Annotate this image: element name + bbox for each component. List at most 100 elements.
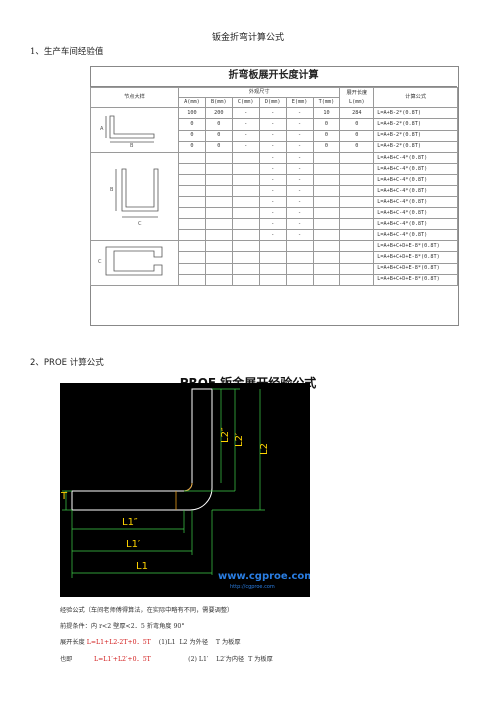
dim-cell: - [285,207,314,219]
dim-cell: - [258,174,287,186]
dim-cell: 0 [312,118,341,131]
dim-cell [204,185,233,197]
dim-cell [177,262,206,275]
formula-cell: L=A+B-2*(0.8T) [373,118,458,131]
svg-text:A: A [100,126,104,132]
length-cell [339,273,375,287]
dim-cell [285,239,314,253]
note-line-4: 也即 L=L1′+L2′+0．5T (2) L1′ L2′为内径 T 为板厚 [60,654,273,663]
section-heading-2: 2、PROE 计算公式 [30,358,104,368]
length-cell [339,207,375,219]
dim-cell [258,251,287,264]
table-row: L=A+B+C+D+E-8*(0.8T) [91,262,458,275]
dim-cell [231,218,260,230]
table-row: --L=A+B+C-4*(0.8T) [91,218,458,230]
dim-cell: - [285,152,314,164]
note-line-1: 经验公式（车间老师傅得算法，在实际中略有不同，需要调整） [60,607,234,614]
header-dim-3: D(mm) [258,97,287,108]
dim-cell: - [258,129,287,142]
formula-cell: L=A+B+C-4*(0.8T) [373,229,458,241]
dim-cell: - [231,140,260,154]
dim-cell [312,196,341,208]
formula-cell: L=A+B+C-4*(0.8T) [373,152,458,164]
dim-cell: - [258,140,287,154]
dim-cell: - [258,106,287,120]
length-cell [339,251,375,264]
dim-cell: 0 [312,140,341,154]
length-cell [339,174,375,186]
length-cell [339,152,375,164]
dim-cell [231,196,260,208]
formula-cell: L=A+B+C+D+E-8*(0.8T) [373,239,458,253]
dim-cell [204,229,233,241]
note-line-3: 展开长度 L=L1+L2-2T+0．5T (1)L1 L2 为外径 T 为板厚 [60,637,241,646]
dim-cell [177,251,206,264]
watermark-sub: http://cgproe.com [230,584,275,590]
dim-cell: - [258,152,287,164]
dim-cell: 100 [177,106,206,120]
dim-cell: - [258,229,287,241]
dim-cell: - [258,196,287,208]
length-cell [339,196,375,208]
formula-cell: L=A+B+C-4*(0.8T) [373,207,458,219]
dim-cell: 0 [204,140,233,154]
dim-cell [204,251,233,264]
diagram-l-bend: AB [100,115,155,149]
formula-cell: L=A+B+C+D+E-8*(0.8T) [373,251,458,264]
dim-cell [285,251,314,264]
length-cell: 284 [339,106,375,120]
dim-cell [312,185,341,197]
dim-cell [177,273,206,287]
note4-formula: L=L1′+L2′+0．5T [94,656,151,663]
length-cell [339,218,375,230]
formula-cell: L=A+B+C-4*(0.8T) [373,163,458,175]
label-L2pp: L2″ [220,427,231,443]
dim-cell [231,207,260,219]
formula-cell: L=A+B+C-4*(0.8T) [373,185,458,197]
dim-cell [204,273,233,287]
dim-cell: - [258,207,287,219]
dim-cell: - [258,185,287,197]
dim-cell: - [285,140,314,154]
table-row: L=A+B+C+D+E-8*(0.8T) [91,251,458,264]
dim-cell [231,229,260,241]
dim-cell: - [258,118,287,131]
dim-cell [231,262,260,275]
dim-cell: 0 [312,129,341,142]
formula-cell: L=A+B+C+D+E-8*(0.8T) [373,262,458,275]
label-L1: L1 [136,561,148,572]
dim-cell: - [285,185,314,197]
dim-cell [177,163,206,175]
note4-prefix: 也即 [60,656,95,663]
header-dim-0: A(mm) [177,97,206,108]
formula-cell: L=A+B+C-4*(0.8T) [373,218,458,230]
dim-cell [312,207,341,219]
dim-cell [258,262,287,275]
length-cell [339,239,375,253]
dim-cell [231,152,260,164]
section-heading-1: 1、生产车间经验值 [30,47,104,57]
length-cell [339,229,375,241]
dim-cell: 0 [177,118,206,131]
length-cell: 0 [339,118,375,131]
dim-cell [204,196,233,208]
dim-cell: - [285,118,314,131]
dim-cell: - [285,229,314,241]
length-cell [339,185,375,197]
diagram-u-channel: BC [110,168,159,227]
cad-svg: T L1″ L1′ L1 L2″ L2′ L2 www.cgproe.com h… [60,388,315,590]
bent-sheet-outline [71,388,213,511]
dim-cell [312,273,341,287]
dim-cell [285,273,314,287]
dim-cell: 0 [204,129,233,142]
formula-cell: L=A+B-2*(0.8T) [373,140,458,154]
part-diagram-group3: C [90,240,179,286]
watermark-main: www.cgproe.com [218,571,310,582]
dim-cell [177,218,206,230]
dim-cell [258,273,287,287]
dim-cell: - [231,129,260,142]
note3-prefix: 展开长度 [60,639,87,646]
